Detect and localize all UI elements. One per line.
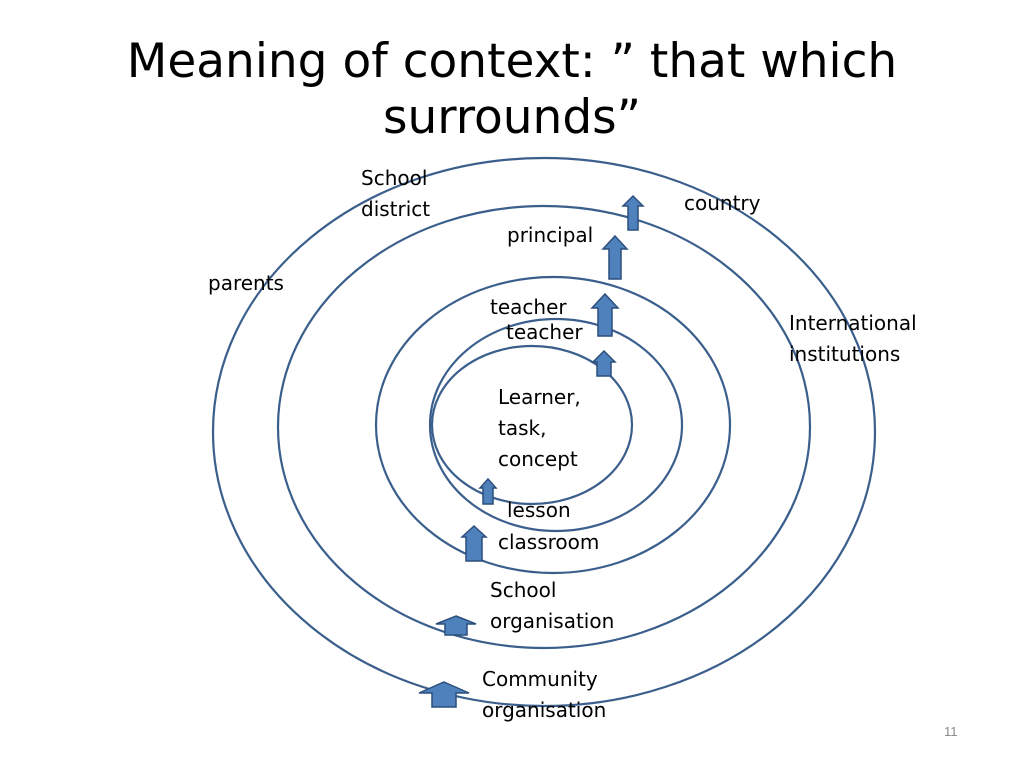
label-lesson: lesson [507, 498, 571, 522]
label-principal: principal [507, 223, 594, 247]
ring-fourth [276, 204, 812, 650]
arrow-up-icon [621, 194, 645, 231]
label-school-district-line: School [361, 166, 428, 190]
label-center-line: concept [498, 447, 578, 471]
arrow-up-icon [478, 477, 498, 505]
label-parents: parents [208, 271, 284, 295]
label-school-organisation-line: School [490, 578, 557, 602]
label-international-institutions: International institutions [789, 308, 917, 370]
label-teacher-upper: teacher [490, 295, 567, 319]
arrow-up-icon [590, 292, 620, 337]
label-center: Learner, task, concept [498, 382, 581, 475]
label-school-organisation: School organisation [490, 575, 614, 637]
label-center-line: Learner, [498, 385, 581, 409]
arrow-up-icon [418, 681, 470, 708]
label-school-organisation-line: organisation [490, 609, 615, 633]
arrow-up-icon [435, 615, 477, 636]
slide-title: Meaning of context: ” that which surroun… [62, 34, 962, 146]
ring-inner [430, 344, 634, 506]
ring-third [374, 275, 732, 575]
label-classroom: classroom [498, 530, 600, 554]
slide-number: 11 [944, 724, 958, 739]
label-community-organisation: Community organisation [482, 664, 606, 726]
ring-second [428, 317, 684, 533]
label-international-institutions-line: International [789, 311, 917, 335]
label-community-organisation-line: Community [482, 667, 598, 691]
arrow-up-icon [460, 524, 488, 562]
slide-title-line-2: surrounds” [382, 90, 642, 145]
label-school-district: School district [361, 163, 430, 225]
label-school-district-line: district [361, 197, 431, 221]
arrow-up-icon [591, 349, 617, 377]
label-international-institutions-line: institutions [789, 342, 901, 366]
slide-title-line-1: Meaning of context: ” that which [126, 34, 898, 89]
label-teacher-lower: teacher [506, 320, 583, 344]
ring-outer [211, 156, 877, 708]
arrow-up-icon [601, 234, 629, 280]
label-country: country [684, 191, 761, 215]
label-center-line: task, [498, 416, 547, 440]
label-community-organisation-line: organisation [482, 698, 607, 722]
